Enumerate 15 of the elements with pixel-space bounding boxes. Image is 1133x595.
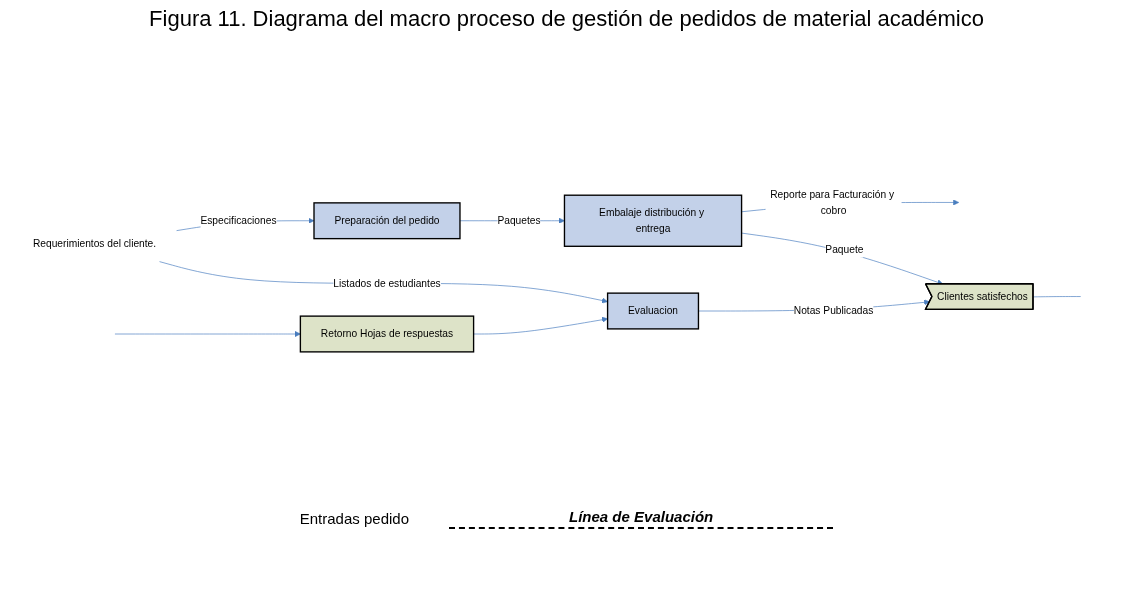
diagram-title: Figura 11. Diagrama del macro proceso de gestión de pedidos de material académico	[148, 6, 985, 32]
node-box: Embalaje distribución y entrega	[563, 194, 742, 247]
node-text: Requerimientos del cliente.	[32, 236, 156, 249]
edge-label: Especificaciones	[199, 213, 277, 226]
edge-label: Paquete	[824, 242, 863, 255]
node-box: Retorno Hojas de respuestas	[299, 314, 474, 353]
edge-label: Paquetes	[496, 213, 541, 226]
edge-label: Notas Publicadas	[793, 304, 873, 316]
edge-label: Reporte para Facturación y cobro	[769, 187, 894, 215]
edge-label: Listados de estudiantes	[332, 276, 441, 289]
node-box: Evaluacion	[606, 291, 699, 330]
input-label: Entradas pedido	[299, 510, 409, 527]
node-box: Preparación del pedido	[312, 201, 461, 239]
evaluation-line-label: Línea de Evaluación	[449, 508, 834, 529]
connector	[1032, 295, 1081, 297]
